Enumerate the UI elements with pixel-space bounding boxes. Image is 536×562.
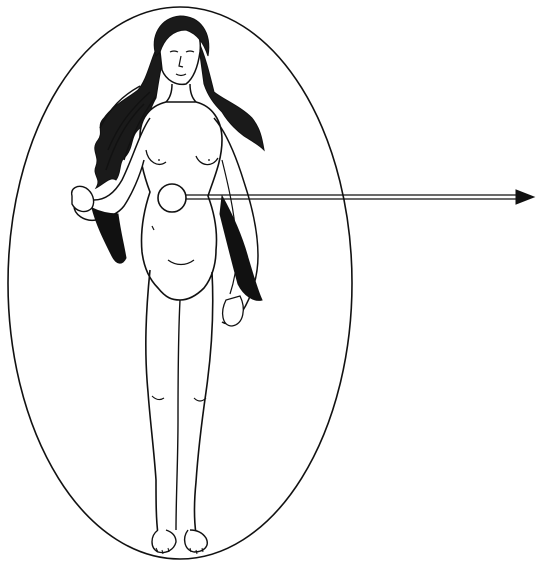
left-foot — [152, 530, 176, 553]
cloth-left — [92, 208, 126, 263]
cloth-right — [220, 196, 262, 300]
left-leg — [146, 270, 158, 534]
arrow-head-icon — [516, 190, 534, 204]
left-hand — [72, 186, 94, 211]
neck — [166, 84, 196, 102]
right-foot — [185, 530, 208, 552]
leg-inner-line — [176, 300, 180, 530]
center-marker-circle — [158, 184, 186, 212]
right-leg — [195, 272, 213, 534]
right-hand — [223, 296, 244, 326]
knee-lines — [152, 396, 206, 401]
